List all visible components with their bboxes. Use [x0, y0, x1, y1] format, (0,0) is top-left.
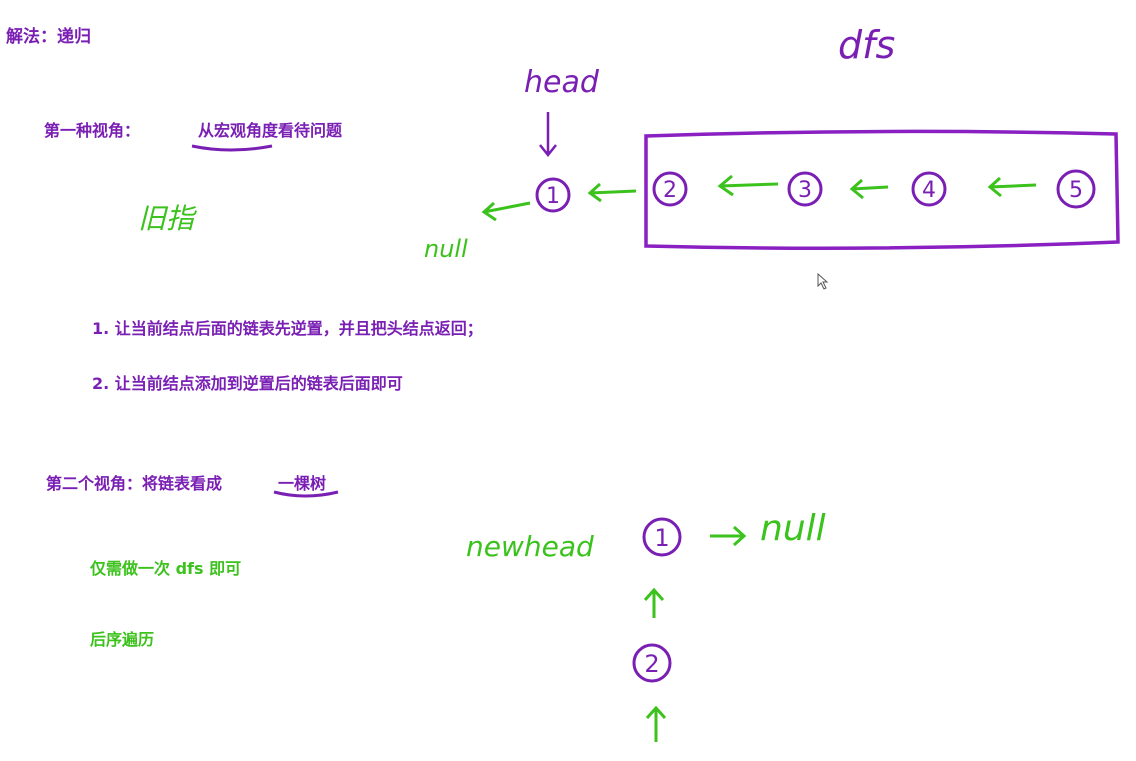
svg-text:4: 4	[922, 178, 936, 203]
newhead-label: newhead	[466, 530, 594, 563]
svg-text:2: 2	[644, 650, 659, 678]
list-node-3: 3	[787, 171, 823, 207]
arrow-3-to-2	[717, 174, 779, 197]
arrow-1-to-null	[481, 201, 531, 222]
view2-underline	[273, 490, 339, 498]
page-title: 解法：递归	[6, 27, 91, 47]
svg-text:2: 2	[663, 178, 677, 203]
null-label-top: null	[424, 235, 468, 263]
list-node-4: 4	[911, 171, 947, 207]
arrow-4-to-3	[849, 178, 889, 200]
step-2: 2. 让当前结点添加到逆置后的链表后面即可	[92, 374, 403, 393]
view2-label: 第二个视角：将链表看成	[46, 474, 223, 493]
list-node-2: 2	[652, 171, 688, 207]
note-once-dfs: 仅需做一次 dfs 即可	[90, 559, 242, 578]
sublist-box	[644, 129, 1120, 250]
tree-node-1: 1	[642, 517, 682, 557]
view2-emphasis: 一棵树	[278, 474, 327, 493]
view1-underline	[191, 144, 273, 152]
scribble-label: 旧指	[138, 202, 198, 235]
dfs-label: dfs	[838, 23, 895, 67]
arrow-1-to-null-tree	[710, 525, 747, 547]
svg-text:1: 1	[546, 184, 560, 209]
arrow-2-to-1-tree	[643, 587, 665, 618]
svg-text:5: 5	[1069, 178, 1083, 203]
head-label: head	[524, 65, 600, 100]
tree-node-2: 2	[632, 643, 672, 683]
note-postorder: 后序遍历	[90, 630, 155, 649]
mouse-cursor-icon	[817, 272, 829, 290]
view1-label: 第一种视角：	[44, 121, 141, 140]
view1-emphasis: 从宏观角度看待问题	[198, 121, 343, 140]
arrow-2-to-1	[587, 182, 637, 203]
arrow-5-to-4	[987, 176, 1037, 198]
head-arrow	[539, 112, 557, 158]
null-label-bottom: null	[760, 508, 826, 549]
list-node-5: 5	[1056, 169, 1096, 209]
arrow-up-to-2-tree	[645, 705, 667, 742]
step-1: 1. 让当前结点后面的链表先逆置，并且把头结点返回；	[92, 319, 483, 338]
svg-text:1: 1	[654, 524, 669, 552]
list-node-1: 1	[535, 177, 571, 213]
svg-text:3: 3	[798, 178, 812, 203]
